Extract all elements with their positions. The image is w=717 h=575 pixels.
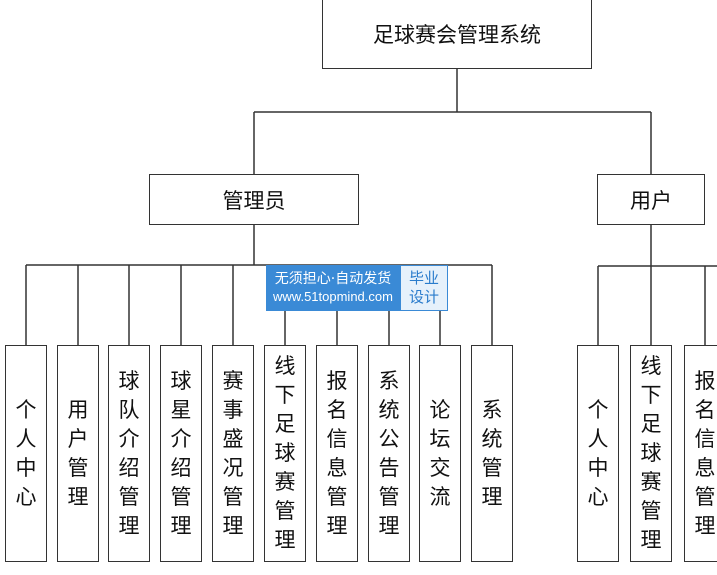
leaf-label: 线下足球赛管理 xyxy=(274,354,296,552)
admin-item-forum: 论坛交流 xyxy=(419,345,461,562)
leaf-label: 线下足球赛管理 xyxy=(640,354,662,552)
admin-item-announcements: 系统公告管理 xyxy=(368,345,410,562)
user-item-offline-match: 线下足球赛管理 xyxy=(630,345,672,562)
user-label: 用户 xyxy=(630,188,672,213)
watermark-slogan: 无须担心·自动发货 xyxy=(274,271,392,287)
admin-item-system-management: 系统管理 xyxy=(471,345,513,562)
admin-item-user-management: 用户管理 xyxy=(57,345,99,562)
admin-item-registration: 报名信息管理 xyxy=(316,345,358,562)
admin-item-personal-center: 个人中心 xyxy=(5,345,47,562)
leaf-label: 个人中心 xyxy=(15,397,37,509)
admin-item-team-intro: 球队介绍管理 xyxy=(108,345,150,562)
watermark-text-block: 无须担心·自动发货 www.51topmind.com xyxy=(266,265,400,311)
leaf-label: 论坛交流 xyxy=(429,397,451,509)
user-item-registration: 报名信息管理 xyxy=(684,345,717,562)
user-node: 用户 xyxy=(597,174,705,225)
admin-item-offline-match: 线下足球赛管理 xyxy=(264,345,306,562)
watermark: 无须担心·自动发货 www.51topmind.com 毕业 设计 xyxy=(266,265,448,311)
leaf-label: 个人中心 xyxy=(587,397,609,509)
watermark-badge-line1: 毕业 xyxy=(408,269,439,287)
watermark-badge-line2: 设计 xyxy=(408,288,439,306)
user-item-personal-center: 个人中心 xyxy=(577,345,619,562)
leaf-label: 用户管理 xyxy=(67,397,89,509)
watermark-badge: 毕业 设计 xyxy=(400,265,448,311)
admin-node: 管理员 xyxy=(149,174,359,225)
leaf-label: 球队介绍管理 xyxy=(118,368,140,538)
watermark-url: www.51topmind.com xyxy=(273,289,393,304)
admin-item-star-intro: 球星介绍管理 xyxy=(160,345,202,562)
admin-item-event-highlights: 赛事盛况管理 xyxy=(212,345,254,562)
leaf-label: 报名信息管理 xyxy=(326,368,348,538)
leaf-label: 系统公告管理 xyxy=(378,368,400,538)
leaf-label: 球星介绍管理 xyxy=(170,368,192,538)
admin-label: 管理员 xyxy=(222,188,286,213)
leaf-label: 报名信息管理 xyxy=(694,368,716,538)
root-label: 足球赛会管理系统 xyxy=(373,22,541,47)
leaf-label: 赛事盛况管理 xyxy=(222,368,244,538)
leaf-label: 系统管理 xyxy=(481,397,503,509)
root-node: 足球赛会管理系统 xyxy=(322,0,592,69)
